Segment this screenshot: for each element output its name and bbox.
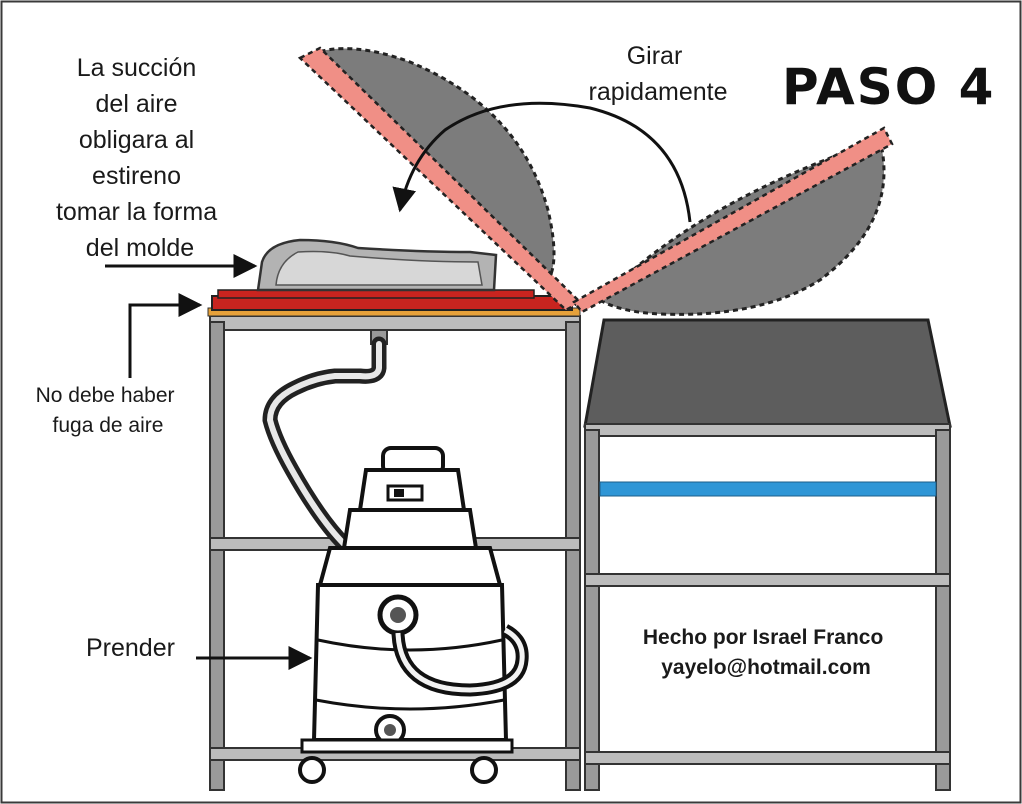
heater-strip <box>599 481 937 497</box>
power-on-label: Prender <box>86 634 175 662</box>
credit-email: yayelo@hotmail.com <box>661 656 871 679</box>
table-leg-left <box>209 321 225 791</box>
leak-arrow <box>128 293 203 378</box>
suction-note-line-6: del molde <box>86 234 194 262</box>
suction-note: La succión del aire obligara al estireno… <box>56 54 224 262</box>
step-title: PASO 4 <box>782 58 995 116</box>
shop-vacuum <box>298 446 529 784</box>
oven-top <box>583 318 952 428</box>
suction-note-line-2: del aire <box>96 90 178 118</box>
credit-author: Hecho por Israel Franco <box>643 626 883 649</box>
clamp-frame-open <box>297 46 583 312</box>
oven-bottom-shelf <box>584 751 951 765</box>
frame-closed-position <box>572 126 894 316</box>
rotate-arrow <box>392 101 692 223</box>
leak-note: No debe haber fuga de aire <box>36 384 181 437</box>
oven-leg-left <box>584 429 600 791</box>
rotate-note-line-1: Girar <box>627 42 683 70</box>
table-top-rail <box>209 315 581 331</box>
suction-note-line-3: obligara al <box>79 126 194 154</box>
frame-open-position <box>297 46 583 312</box>
suction-note-line-4: estireno <box>92 162 181 190</box>
rotate-note: Girar rapidamente <box>589 42 728 106</box>
mold <box>256 238 498 292</box>
oven-cabinet <box>583 318 952 791</box>
oven-top-rail <box>584 423 951 437</box>
credit-block: Hecho por Israel Franco yayelo@hotmail.c… <box>643 626 889 679</box>
suction-note-line-1: La succión <box>77 54 197 82</box>
suction-note-line-5: tomar la forma <box>56 198 217 226</box>
vacuum-hose <box>262 329 388 553</box>
oven-middle-shelf <box>584 573 951 587</box>
rotate-note-line-2: rapidamente <box>589 78 728 106</box>
table-leg-right <box>565 321 581 791</box>
clamp-frame-closed <box>572 126 894 314</box>
oven-leg-right <box>935 429 951 791</box>
leak-note-line-2: fuga de aire <box>53 414 164 437</box>
leak-note-line-1: No debe haber <box>36 384 175 407</box>
